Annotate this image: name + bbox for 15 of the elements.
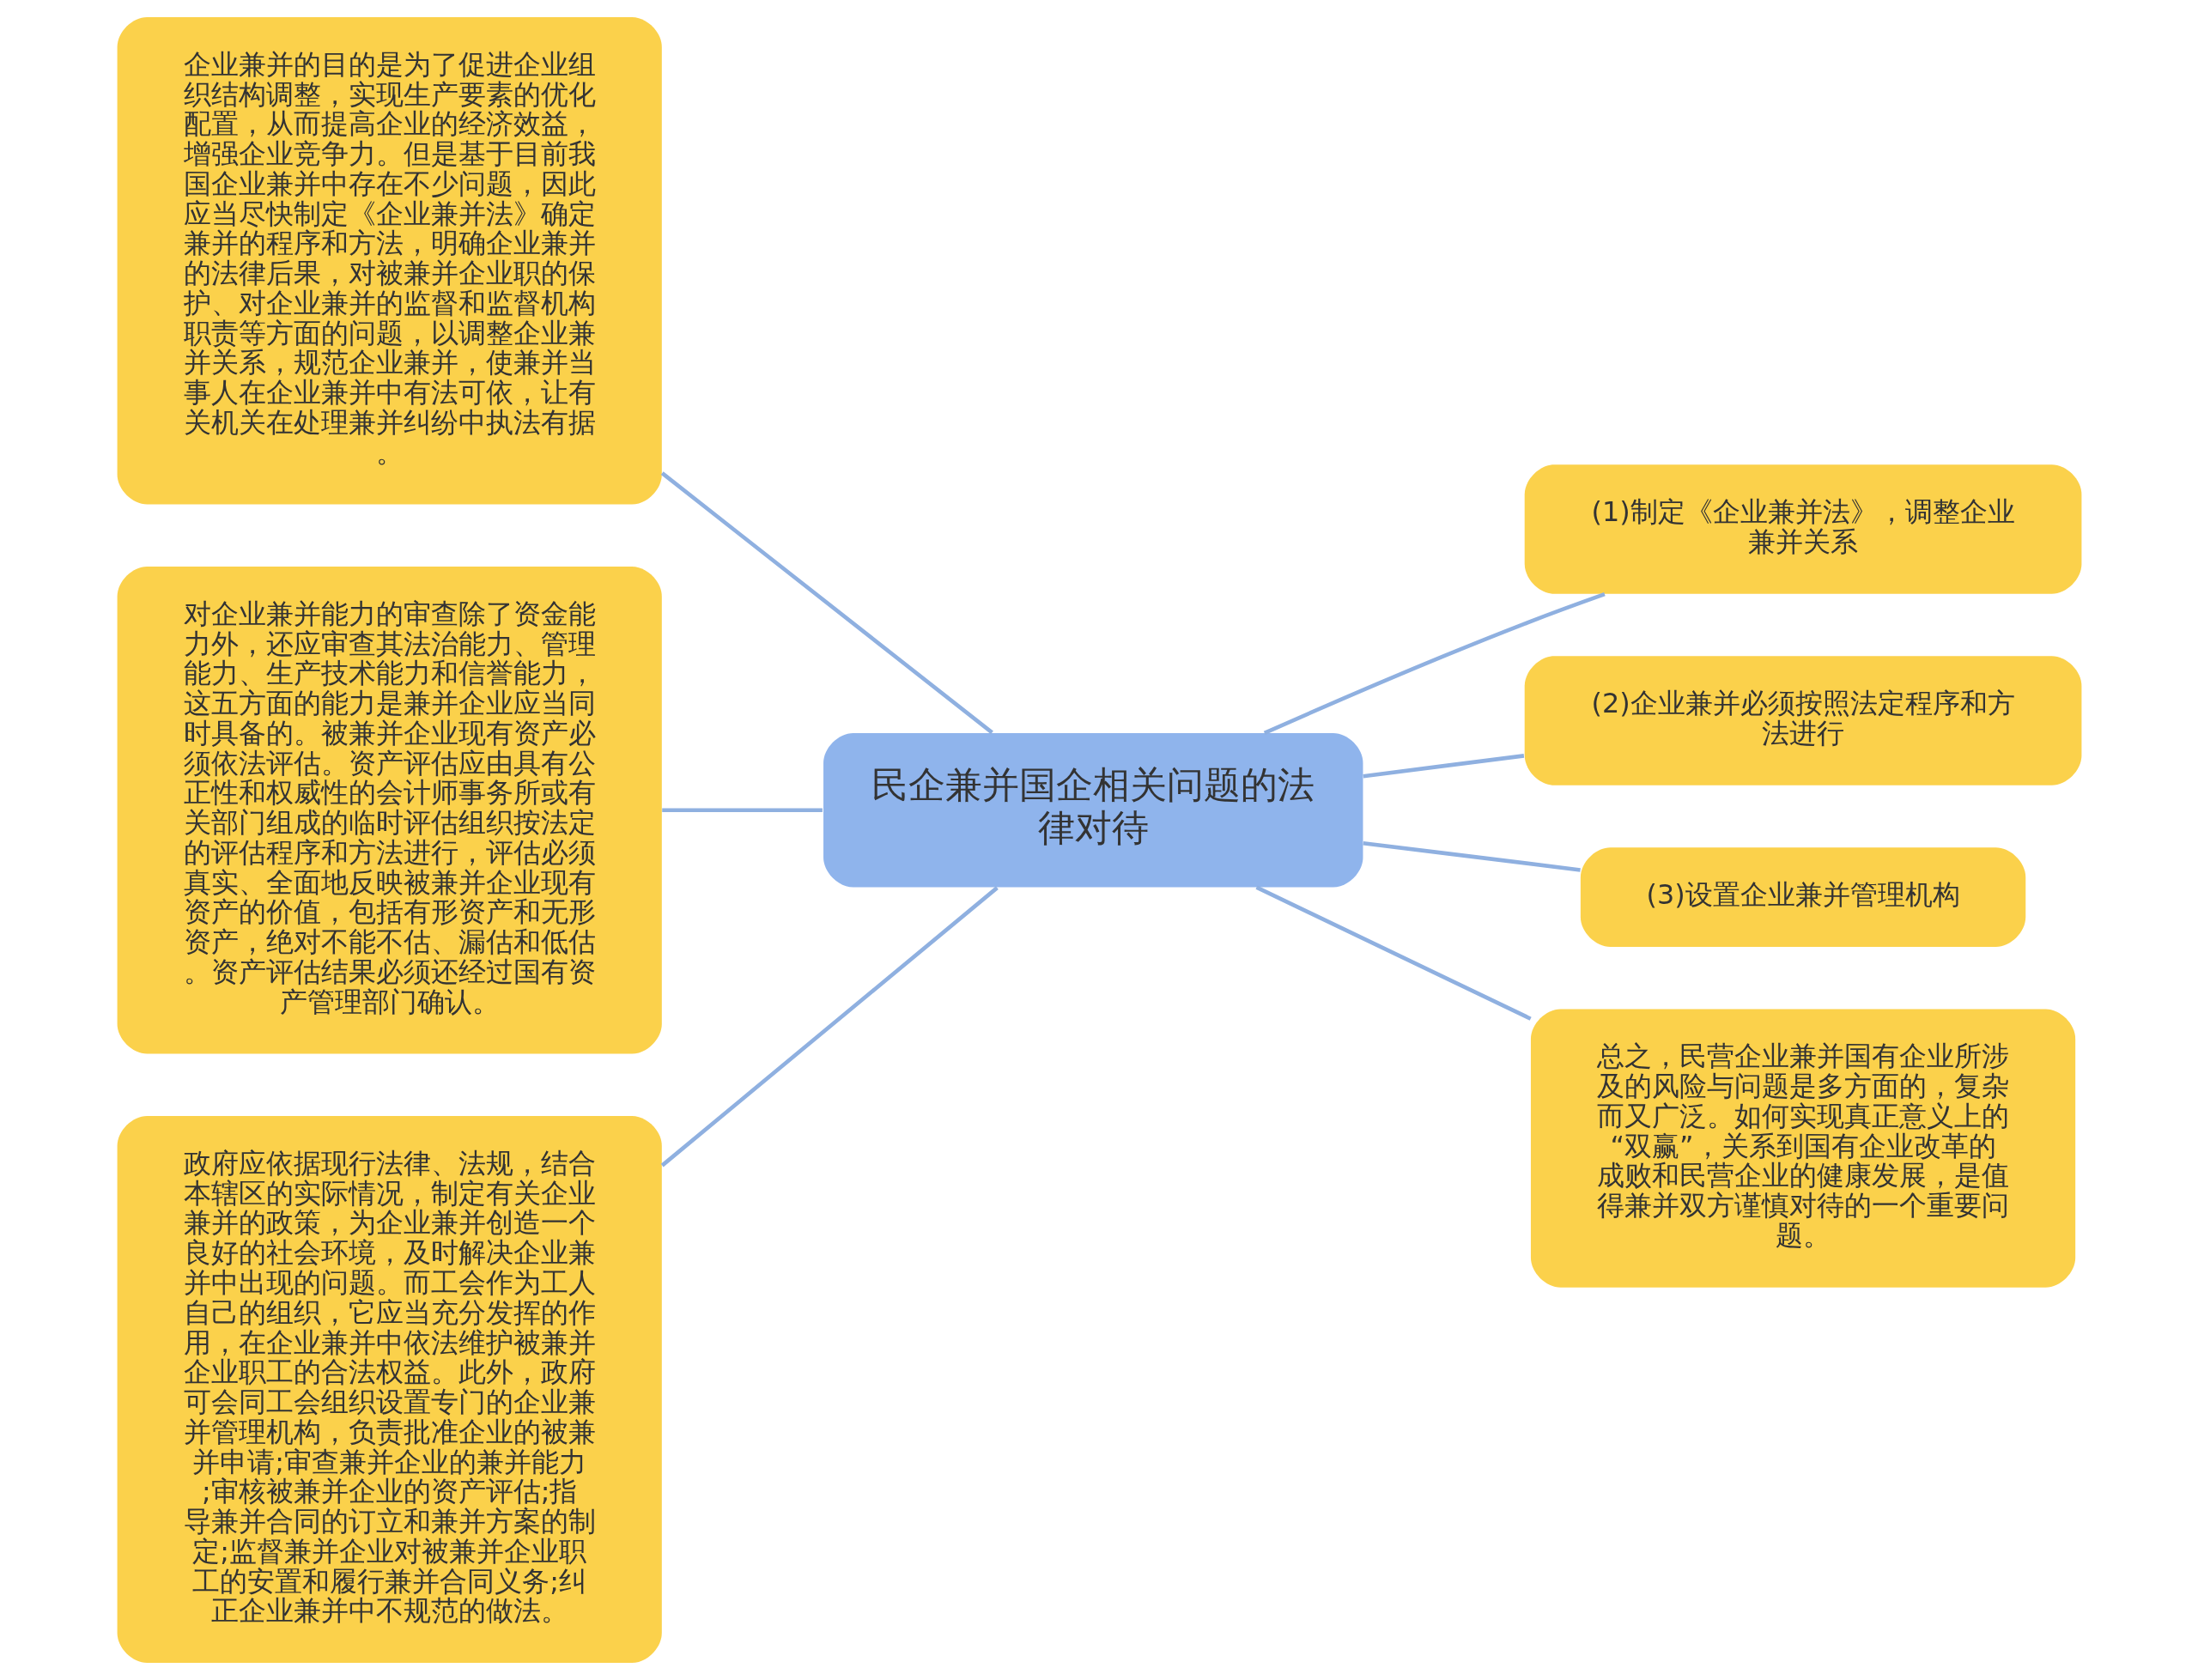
node-box: (1)制定《企业兼并法》，调整企业兼并关系 — [1524, 464, 2081, 594]
node-box: 政府应依据现行法律、法规，结合本辖区的实际情况，制定有关企业兼并的政策，为企业兼并创造一个良好的社会环境，及时解决企业兼并中出现的问题。而工会作为工人自己的组织，它应当充分发挥的作用，在企业兼并中依法维护被兼并企业职工的合法权益。此外，政府可会同工会组织设置专门的企业兼并管理机构，负责批准企业的被兼并申请;审查兼并企业的兼并能力;审核被兼并企业的资产评估;指导兼并合同的订立和兼并方案的制定;监督兼并企业对被兼并企业职工的安置和履行兼并合同义务;纠正企业兼并中不规范的做法。 — [117, 1115, 662, 1664]
node-box: (2)企业兼并必须按照法定程序和方法进行 — [1524, 656, 2081, 785]
connector — [660, 471, 993, 735]
node-box: (3)设置企业兼并管理机构 — [1580, 847, 2025, 948]
connector — [1263, 591, 1606, 736]
connector — [661, 808, 823, 813]
node-box: 对企业兼并能力的审查除了资金能力外，还应审查其法治能力、管理能力、生产技术能力和信誉能力，这五方面的能力是兼并企业应当同时具备的。被兼并企业现有资产必须依法评估。资产评估应由具有公正性和权威性的会计师事务所或有关部门组成的临时评估组织按法定的评估程序和方法进行，评估必须真实、全面地反映被兼并企业现有资产的价值，包括有形资产和无形资产，绝对不能不估、漏估和低估。资产评估结果必须还经过国有资产管理部门确认。 — [117, 566, 662, 1054]
connector — [1362, 840, 1581, 872]
connector — [660, 886, 999, 1168]
node-box: 总之，民营企业兼并国有企业所涉及的风险与问题是多方面的，复杂而又广泛。如何实现真正意义上的“双赢”，关系到国有企业改革的成败和民营企业的健康发展，是值得兼并双方谨慎对待的一个重要问题。 — [1530, 1009, 2075, 1288]
node-box: 企业兼并的目的是为了促进企业组织结构调整，实现生产要素的优化配置，从而提高企业的经济效益，增强企业竞争力。但是基于目前我国企业兼并中存在不少问题，因此应当尽快制定《企业兼并法》确定兼并的程序和方法，明确企业兼并的法律后果，对被兼并企业职的保护、对企业兼并的监督和监督机构职责等方面的问题，以调整企业兼并关系，规范企业兼并，使兼并当事人在企业兼并中有法可依，让有关机关在处理兼并纠纷中执法有据。 — [117, 16, 662, 505]
connector — [1362, 754, 1524, 779]
connector — [1255, 885, 1532, 1021]
node-box: 民企兼并国企相关问题的法律对待 — [823, 732, 1363, 888]
